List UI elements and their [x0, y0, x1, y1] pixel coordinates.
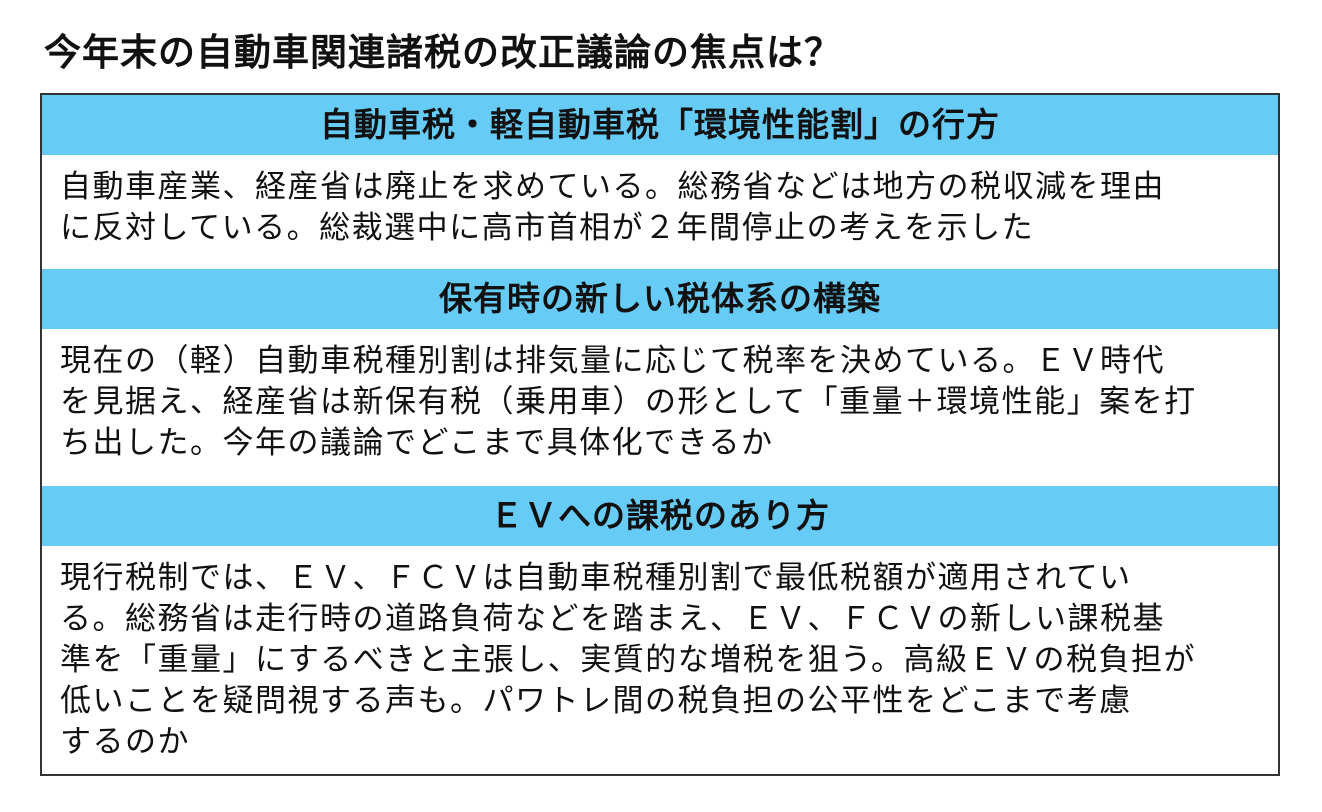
body-line: 低いことを疑問視する声も。パワトレ間の税負担の公平性をどこまで考慮: [60, 683, 1132, 719]
section-heading-ev-taxation: ＥＶへの課税のあり方: [42, 486, 1278, 546]
section-body-ev-taxation: 現行税制では、ＥＶ、ＦＣＶは自動車税種別割で最低税額が適用されてい る。総務省は…: [42, 546, 1278, 763]
section-body-environmental-performance: 自動車産業、経産省は廃止を求めている。総務省などは地方の税収減を理由 に反対して…: [42, 155, 1278, 269]
section-heading-environmental-performance: 自動車税・軽自動車税「環境性能割」の行方: [42, 95, 1278, 155]
body-line: ち出した。今年の議論でどこまで具体化できるか: [60, 425, 774, 461]
body-line: 現在の（軽）自動車税種別割は排気量に応じて税率を決めている。ＥＶ時代: [60, 343, 1165, 379]
page-title: 今年末の自動車関連諸税の改正議論の焦点は？: [44, 31, 842, 74]
body-line: 準を「重量」にするべきと主張し、実質的な増税を狙う。高級ＥＶの税負担が: [60, 642, 1196, 678]
body-line: 自動車産業、経産省は廃止を求めている。総務省などは地方の税収減を理由: [60, 169, 1165, 205]
body-line: するのか: [60, 724, 190, 760]
section-body-ownership-tax: 現在の（軽）自動車税種別割は排気量に応じて税率を決めている。ＥＶ時代 を見据え、…: [42, 329, 1278, 486]
body-line: を見据え、経産省は新保有税（乗用車）の形として「重量＋環境性能」案を打: [60, 384, 1197, 420]
section-heading-ownership-tax: 保有時の新しい税体系の構築: [42, 269, 1278, 329]
body-line: る。総務省は走行時の道路負荷などを踏まえ、ＥＶ、ＦＣＶの新しい課税基: [60, 601, 1165, 637]
body-line: 現行税制では、ＥＶ、ＦＣＶは自動車税種別割で最低税額が適用されてい: [60, 560, 1132, 596]
body-line: に反対している。総裁選中に高市首相が２年間停止の考えを示した: [60, 210, 1035, 246]
focus-table: 自動車税・軽自動車税「環境性能割」の行方 自動車産業、経産省は廃止を求めている。…: [40, 93, 1280, 776]
